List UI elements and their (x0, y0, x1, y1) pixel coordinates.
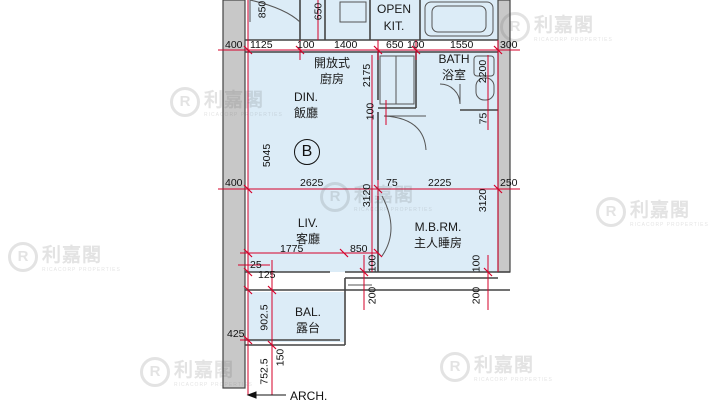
door-swings (348, 115, 427, 286)
open-kit-en-line1: OPEN (376, 2, 411, 16)
dim-v-main-right: 3120 (477, 188, 490, 213)
kitchen-fixtures (379, 55, 415, 105)
room-label-open-kitchen: OPEN KIT. (374, 2, 414, 33)
mbr-en: M.B.RM. (414, 220, 462, 234)
left-pillar (222, 0, 246, 389)
dimension-lines (218, 0, 520, 395)
dim-v-bal-902: 902.5 (258, 304, 271, 331)
dim-mid-1: 2625 (300, 177, 324, 189)
dim-v-din-small: 100 (364, 102, 377, 121)
dim-mid-0: 400 (225, 177, 243, 189)
dim-v-liv-100-a: 100 (366, 254, 379, 273)
dim-v-top-mid: 650 (312, 2, 325, 21)
dim-v-top-left: 850 (256, 0, 269, 19)
room-label-bath: BATH 浴室 (432, 52, 476, 82)
top-fixtures (249, 0, 494, 37)
dim-v-main-mid: 3120 (361, 183, 374, 208)
bath-fixtures (439, 55, 495, 105)
dim-top-2: 100 (297, 39, 315, 51)
arch-label: ARCH. (290, 389, 328, 403)
dim-v-bath-small: 75 (477, 112, 490, 125)
dim-top-6: 1550 (450, 39, 474, 51)
room-fills (248, 0, 498, 342)
open-kit-zh-line1: 開放式 (313, 56, 350, 70)
dim-bal-left: 425 (227, 328, 245, 340)
dim-top-1: 1125 (250, 39, 273, 51)
balcony-area (248, 292, 344, 342)
room-label-master-bedroom: M.B.RM. 主人睡房 (408, 220, 468, 250)
open-kit-en-line2: KIT. (383, 19, 405, 33)
room-label-balcony: BAL. 露台 (288, 305, 328, 335)
dim-mid-3: 2225 (428, 177, 452, 189)
room-label-living: LIV. 客廳 (288, 216, 328, 246)
dim-top-7: 300 (500, 39, 518, 51)
bal-en: BAL. (294, 305, 321, 319)
walls (245, 0, 510, 346)
dimension-ticks (243, 45, 503, 350)
top-corridor-strip (248, 0, 498, 40)
bath-en: BATH (438, 52, 470, 66)
dim-v-main-left: 5045 (261, 143, 274, 168)
dim-top-4: 650 (386, 39, 404, 51)
dim-v-base-200-b: 200 (470, 286, 483, 305)
liv-zh: 客廳 (295, 232, 320, 246)
bal-zh: 露台 (295, 321, 320, 335)
dim-v-liv-100-b: 100 (470, 254, 483, 273)
dim-v-bath: 2200 (477, 59, 490, 84)
dim-v-liv-small-2: 125 (258, 269, 276, 281)
dim-v-bal-150: 150 (274, 348, 287, 367)
open-kit-zh-line2: 廚房 (319, 72, 344, 86)
dim-liv-1: 850 (350, 243, 368, 255)
hall-area (378, 112, 498, 272)
dim-v-liv-small-1: 25 (250, 259, 262, 271)
bath-zh: 浴室 (441, 68, 466, 82)
din-en: DIN. (294, 90, 318, 104)
room-label-dining: DIN. 飯廳 (286, 90, 326, 120)
unit-marker: B (294, 139, 320, 165)
dim-v-kit: 2175 (361, 63, 374, 88)
room-label-open-kitchen-zh: 開放式 廚房 (308, 56, 356, 86)
dim-v-base-200-a: 200 (366, 286, 379, 305)
mbr-zh: 主人睡房 (413, 236, 462, 250)
din-zh: 飯廳 (293, 106, 318, 120)
dim-v-bal-752: 752.5 (258, 358, 271, 385)
arch-pointer (246, 391, 286, 399)
dim-top-5: 100 (407, 39, 425, 51)
liv-en: LIV. (297, 216, 319, 230)
dim-mid-2: 75 (386, 177, 398, 189)
bath-area (416, 50, 498, 112)
dim-top-0: 400 (225, 39, 243, 51)
dim-mid-4: 250 (500, 177, 518, 189)
dim-top-3: 1400 (334, 39, 358, 51)
kitchen-extension (378, 50, 416, 112)
dim-liv-0: 1775 (280, 243, 304, 255)
